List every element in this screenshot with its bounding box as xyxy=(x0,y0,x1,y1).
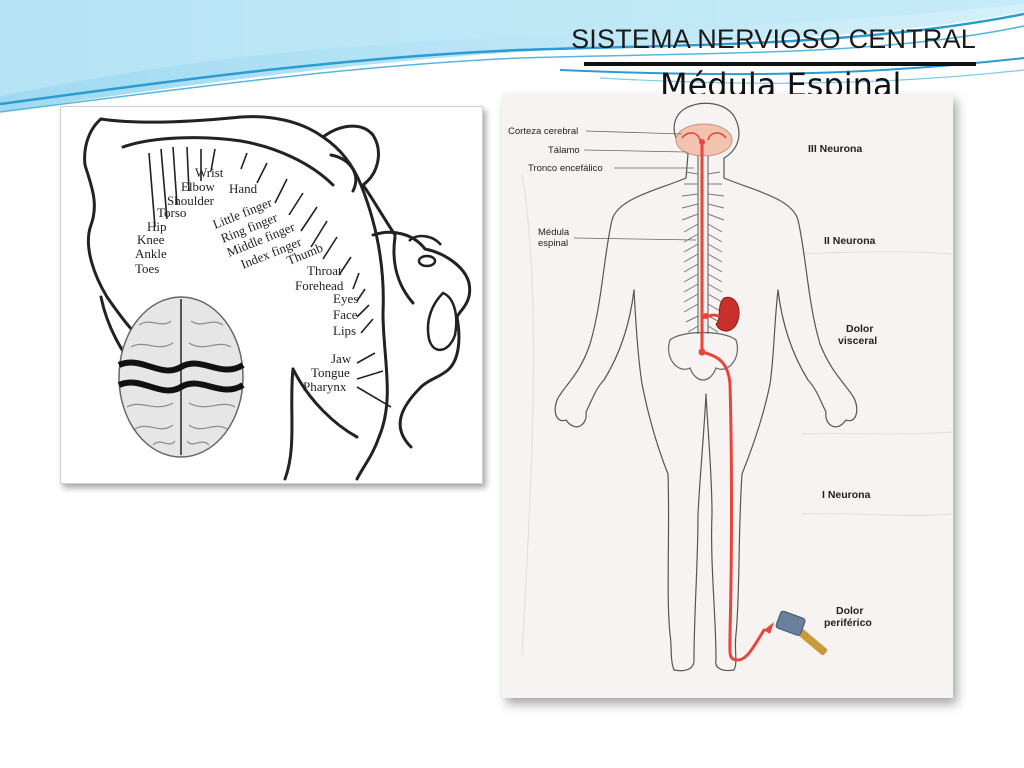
homunculus-body-outline xyxy=(83,115,472,481)
homunculus-figure: Wrist Elbow Hand Shoulder Torso Hip Knee… xyxy=(60,106,483,484)
pathway-left-labels: Corteza cerebral Tálamo Tronco encefálic… xyxy=(508,126,603,249)
label-wrist: Wrist xyxy=(195,165,224,180)
label-elbow: Elbow xyxy=(181,179,216,194)
label-dolor-periferico-1: Dolor xyxy=(836,605,863,617)
label-shoulder: Shoulder xyxy=(167,193,215,208)
pathway-right-labels: III Neurona II Neurona Dolor visceral I … xyxy=(808,143,877,629)
label-torso: Torso xyxy=(157,205,186,220)
homunculus-labels: Wrist Elbow Hand Shoulder Torso Hip Knee… xyxy=(135,165,358,394)
label-ii-neurona: II Neurona xyxy=(824,235,876,247)
homunculus-drawing: Wrist Elbow Hand Shoulder Torso Hip Knee… xyxy=(83,115,472,481)
label-i-neurona: I Neurona xyxy=(822,489,871,501)
pelvis-outline xyxy=(668,331,738,381)
label-dolor-periferico-2: periférico xyxy=(824,617,872,629)
header-wave-decoration xyxy=(0,0,1024,113)
label-iii-neurona: III Neurona xyxy=(808,143,862,155)
label-lips: Lips xyxy=(333,323,356,338)
label-medula: Médula xyxy=(538,227,570,238)
label-tronco-encefalico: Tronco encefálico xyxy=(528,163,603,174)
slide-title: SISTEMA NERVIOSO CENTRAL xyxy=(571,24,976,54)
label-tongue: Tongue xyxy=(311,365,350,380)
label-dolor-visceral-1: Dolor xyxy=(846,323,873,335)
background-texture xyxy=(521,173,953,655)
label-jaw: Jaw xyxy=(331,351,352,366)
homunculus-face-details xyxy=(408,234,458,351)
label-face: Face xyxy=(333,307,358,322)
hammer-icon xyxy=(775,610,828,656)
visceral-organ-icon xyxy=(715,296,740,332)
pathway-arrows xyxy=(698,139,774,634)
pain-pathway-drawing: Corteza cerebral Tálamo Tronco encefálic… xyxy=(508,102,953,672)
label-hand: Hand xyxy=(229,181,258,196)
label-hip: Hip xyxy=(147,219,167,234)
label-forehead: Forehead xyxy=(295,278,344,293)
human-body-outline xyxy=(554,102,858,672)
pain-pathway-figure: Corteza cerebral Tálamo Tronco encefálic… xyxy=(502,94,953,698)
pain-pathway-line xyxy=(700,140,766,662)
label-ankle: Ankle xyxy=(135,246,167,261)
title-underline xyxy=(584,62,976,66)
homunculus-tick-lines xyxy=(148,146,392,408)
label-knee: Knee xyxy=(137,232,165,247)
label-espinal: espinal xyxy=(538,238,568,249)
label-throat: Throat xyxy=(307,263,342,278)
label-eyes: Eyes xyxy=(333,291,358,306)
label-talamo: Tálamo xyxy=(548,145,580,156)
label-toes: Toes xyxy=(135,261,159,276)
label-dolor-visceral-2: visceral xyxy=(838,335,877,347)
label-pharynx: Pharynx xyxy=(303,379,347,394)
label-corteza-cerebral: Corteza cerebral xyxy=(508,126,578,137)
spinal-nerve-rootlets xyxy=(681,171,725,333)
title-block: SISTEMA NERVIOSO CENTRAL xyxy=(526,22,976,56)
label-leader-lines xyxy=(573,130,697,241)
brain-top-view-icon xyxy=(117,296,245,458)
